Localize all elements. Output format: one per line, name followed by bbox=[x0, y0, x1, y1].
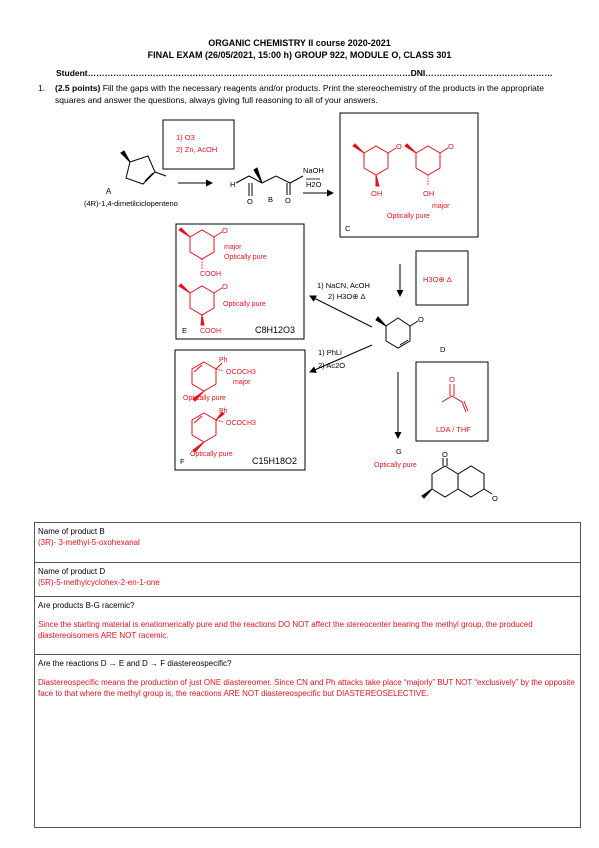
exam-subtitle: FINAL EXAM (26/05/2021, 15:00 h) GROUP 9… bbox=[147, 50, 452, 60]
b-o1: O bbox=[247, 197, 253, 206]
f-ococh3-2: OCOCH3 bbox=[226, 420, 256, 427]
question-points: (2.5 points) bbox=[55, 83, 101, 93]
compound-f2 bbox=[191, 411, 225, 453]
reagent-dg: LDA / THF bbox=[436, 425, 471, 434]
reagents-box-dg bbox=[415, 361, 489, 442]
c-o1: O bbox=[396, 142, 402, 151]
answer-question: Are products B-G racemic? bbox=[38, 601, 135, 610]
label-d: D bbox=[440, 345, 446, 354]
compound-g bbox=[421, 458, 493, 499]
label-a: A bbox=[106, 187, 112, 196]
answer-row-diastereospecific: Are the reactions D → E and D → F diaste… bbox=[35, 655, 580, 825]
question-number: 1. bbox=[38, 83, 46, 93]
label-b: B bbox=[268, 195, 273, 204]
compound-e1 bbox=[178, 227, 223, 269]
label-c: C bbox=[345, 224, 351, 233]
f-optically-2: Optically pure bbox=[190, 451, 233, 458]
c-optically: Optically pure bbox=[387, 213, 430, 220]
answer-question: Are the reactions D → E and D → F diaste… bbox=[38, 659, 232, 668]
answer-question: Name of product D bbox=[38, 567, 106, 576]
f-ococh3-1: OCOCH3 bbox=[226, 369, 256, 376]
c-o2: O bbox=[448, 142, 454, 151]
compound-e2 bbox=[178, 283, 223, 326]
reagent-bc-1: NaOH bbox=[303, 166, 324, 175]
e-major: major bbox=[224, 244, 242, 251]
product-box-e bbox=[175, 223, 305, 340]
mvk-o: O bbox=[449, 375, 455, 384]
arrow-d-e bbox=[309, 295, 373, 328]
reagents-box-ab bbox=[162, 119, 235, 170]
reagent-ab-1: 1) O3 bbox=[176, 133, 195, 142]
f-formula: C15H18O2 bbox=[252, 456, 297, 466]
e-cooh-1: COOH bbox=[200, 271, 221, 278]
b-h: H bbox=[230, 180, 235, 189]
answer-row-b: Name of product B (3R)- 3-methyl-5-oxohe… bbox=[35, 523, 580, 563]
answer-text: Diastereospecific means the production o… bbox=[38, 678, 575, 698]
e-optically-2: Optically pure bbox=[223, 301, 266, 308]
e-cooh-2: COOH bbox=[200, 328, 221, 335]
reagent-cd: H3O⊕ Δ bbox=[423, 275, 452, 284]
arrow-d-f bbox=[309, 344, 373, 373]
answer-row-d: Name of product D (5R)-5-methylcyclohex-… bbox=[35, 563, 580, 597]
answer-text: Since the starting material is enatiomer… bbox=[38, 620, 533, 640]
student-line: Student………………………………………………………………………………………… bbox=[56, 68, 553, 78]
e-o2: O bbox=[222, 282, 228, 291]
methyl-vinyl-ketone bbox=[441, 384, 469, 413]
reagent-de-2: 2) H3O⊕ Δ bbox=[328, 292, 366, 301]
reagent-bc-2: H2O bbox=[306, 180, 322, 189]
answers-table: Name of product B (3R)- 3-methyl-5-oxohe… bbox=[34, 522, 581, 828]
d-o: O bbox=[418, 315, 424, 324]
question-text: Fill the gaps with the necessary reagent… bbox=[55, 83, 544, 105]
e-formula: C8H12O3 bbox=[255, 325, 295, 335]
exam-course-title: ORGANIC CHEMISTRY II course 2020-2021 bbox=[208, 38, 391, 48]
reaction-scheme: A (4R)-1,4-dimetilciclopenteno 1) O3 2) … bbox=[84, 112, 498, 503]
e-o1: O bbox=[222, 226, 228, 235]
label-f: F bbox=[180, 457, 185, 466]
label-e: E bbox=[182, 326, 187, 335]
c-oh-left: OH bbox=[371, 189, 382, 198]
answer-question: Name of product B bbox=[38, 527, 105, 536]
f-ph-1: Ph bbox=[219, 357, 228, 364]
answer-row-racemic: Are products B-G racemic? Since the star… bbox=[35, 597, 580, 655]
product-box-f bbox=[174, 349, 306, 471]
g-o2: O bbox=[492, 494, 498, 503]
reagent-df-1: 1) PhLi bbox=[318, 348, 342, 357]
e-optically-1: Optically pure bbox=[224, 254, 267, 261]
c-oh-right: OH bbox=[423, 189, 434, 198]
reagent-de-1: 1) NaCN, AcOH bbox=[317, 281, 370, 290]
reagent-df-2: 2) Ac2O bbox=[318, 361, 345, 370]
f-major: major bbox=[233, 379, 251, 386]
reagent-ab-2: 2) Zn, AcOH bbox=[176, 145, 217, 154]
name-a: (4R)-1,4-dimetilciclopenteno bbox=[84, 199, 178, 208]
label-g: G bbox=[396, 447, 402, 456]
compound-a bbox=[120, 150, 167, 185]
compound-c bbox=[352, 143, 449, 187]
reagents-box-cd bbox=[415, 250, 469, 306]
c-major: major bbox=[432, 203, 450, 210]
g-o1: O bbox=[442, 450, 448, 459]
product-box-c bbox=[339, 112, 479, 238]
compound-d bbox=[375, 316, 419, 349]
compound-b bbox=[235, 167, 304, 196]
f-optically-1: Optically pure bbox=[183, 395, 226, 402]
f-ph-2: Ph bbox=[219, 408, 228, 415]
b-o2: O bbox=[285, 196, 291, 205]
compound-f1 bbox=[191, 361, 225, 402]
g-optically: Optically pure bbox=[374, 462, 417, 469]
answer-text: (3R)- 3-methyl-5-oxohexanal bbox=[38, 538, 140, 547]
answer-text: (5R)-5-methylcyclohex-2-en-1-one bbox=[38, 578, 160, 587]
